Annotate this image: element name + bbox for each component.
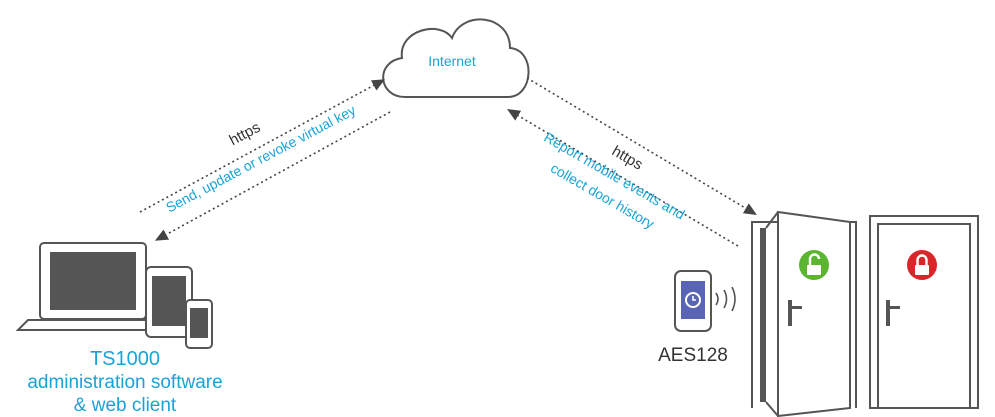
encryption-label: AES128 xyxy=(658,345,728,366)
left-https-label: https xyxy=(227,119,264,149)
internet-cloud-icon xyxy=(382,18,530,98)
client-caption-line2: administration software xyxy=(27,372,223,393)
locked-padlock-icon xyxy=(907,250,937,280)
closed-door-icon xyxy=(869,215,979,409)
link-door-to-cloud xyxy=(507,109,739,247)
unlocked-padlock-icon xyxy=(799,250,829,280)
left-action-label: Send, update or revoke virtual key xyxy=(163,102,358,216)
link-cloud-to-door xyxy=(526,77,757,215)
smartphone-icon xyxy=(185,299,213,349)
mobile-phone-icon xyxy=(674,270,712,332)
link-client-to-cloud xyxy=(139,79,386,213)
wireless-signal-icon xyxy=(715,286,736,312)
link-cloud-to-client xyxy=(154,111,391,241)
client-caption-line1: TS1000 xyxy=(89,348,161,370)
open-door-icon xyxy=(751,210,857,417)
laptop-icon xyxy=(15,242,171,331)
client-caption-line3: & web client xyxy=(73,395,177,416)
client-caption: TS1000 administration software & web cli… xyxy=(0,348,250,417)
internet-label: Internet xyxy=(428,53,476,69)
tablet-icon xyxy=(145,266,193,338)
